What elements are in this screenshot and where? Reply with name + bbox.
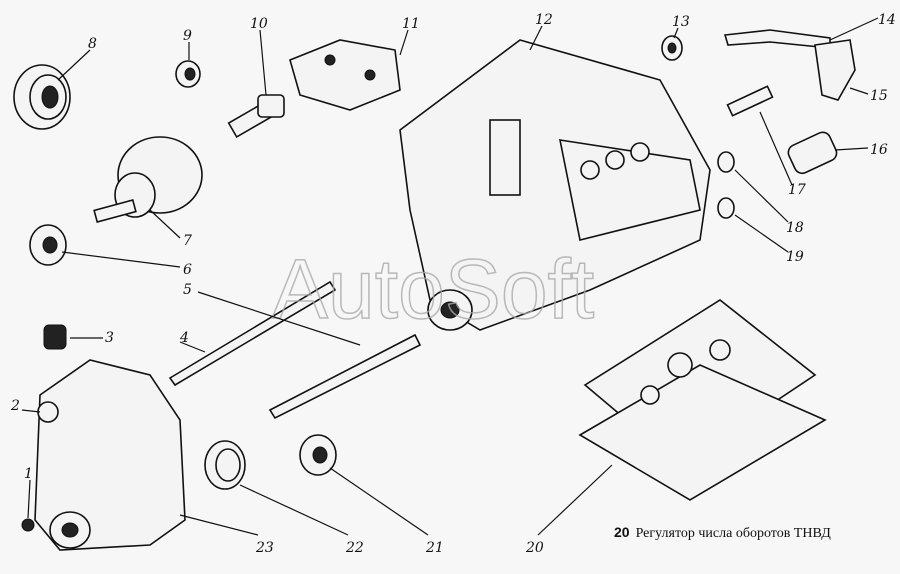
nut-1 bbox=[21, 518, 35, 532]
callout-7: 7 bbox=[183, 233, 192, 249]
bearing-21 bbox=[299, 434, 337, 476]
callout-17: 17 bbox=[788, 182, 806, 198]
washer-19 bbox=[717, 197, 735, 219]
spring-17 bbox=[726, 85, 774, 117]
washer-13 bbox=[661, 35, 683, 61]
callout-23: 23 bbox=[255, 540, 274, 556]
callout-18: 18 bbox=[786, 220, 804, 236]
caption-number: 20 bbox=[614, 524, 630, 540]
figure-caption: 20 Регулятор числа оборотов ТНВД bbox=[614, 524, 831, 542]
camshaft-7 bbox=[93, 136, 203, 223]
spring-16 bbox=[787, 131, 838, 175]
callout-12: 12 bbox=[535, 12, 553, 28]
callout-14: 14 bbox=[878, 12, 896, 28]
callout-2: 2 bbox=[10, 398, 20, 414]
regulator-20 bbox=[578, 299, 827, 501]
callout-4: 4 bbox=[179, 330, 189, 346]
callout-16: 16 bbox=[870, 142, 888, 158]
callout-8: 8 bbox=[88, 36, 97, 52]
rack-4 bbox=[168, 280, 337, 387]
ring-22 bbox=[204, 440, 246, 490]
plug-3 bbox=[43, 324, 67, 350]
bearing-8 bbox=[13, 64, 71, 130]
callout-6: 6 bbox=[183, 262, 192, 278]
leader-lines bbox=[21, 17, 879, 536]
callout-22: 22 bbox=[345, 540, 364, 556]
callout-15: 15 bbox=[870, 88, 888, 104]
callout-9: 9 bbox=[183, 28, 192, 44]
callout-20: 20 bbox=[525, 540, 544, 556]
callout-3: 3 bbox=[105, 330, 114, 346]
washer-18 bbox=[717, 151, 735, 173]
callout-5: 5 bbox=[183, 282, 192, 298]
bracket-11 bbox=[289, 39, 401, 111]
callout-1: 1 bbox=[24, 466, 33, 482]
callout-11: 11 bbox=[402, 16, 420, 32]
lever-15 bbox=[814, 39, 856, 101]
watermark: AutoSoft bbox=[272, 242, 594, 336]
callout-19: 19 bbox=[786, 249, 804, 265]
pump-body-12 bbox=[399, 39, 711, 331]
rack-5 bbox=[268, 333, 422, 420]
bearing-6 bbox=[29, 224, 67, 266]
callout-10: 10 bbox=[250, 16, 268, 32]
bearing-9 bbox=[175, 60, 201, 88]
housing-2-23 bbox=[34, 359, 186, 551]
fitting-10 bbox=[227, 94, 285, 139]
callout-21: 21 bbox=[425, 540, 444, 556]
caption-text: Регулятор числа оборотов ТНВД bbox=[635, 526, 831, 541]
callout-13: 13 bbox=[672, 14, 690, 30]
